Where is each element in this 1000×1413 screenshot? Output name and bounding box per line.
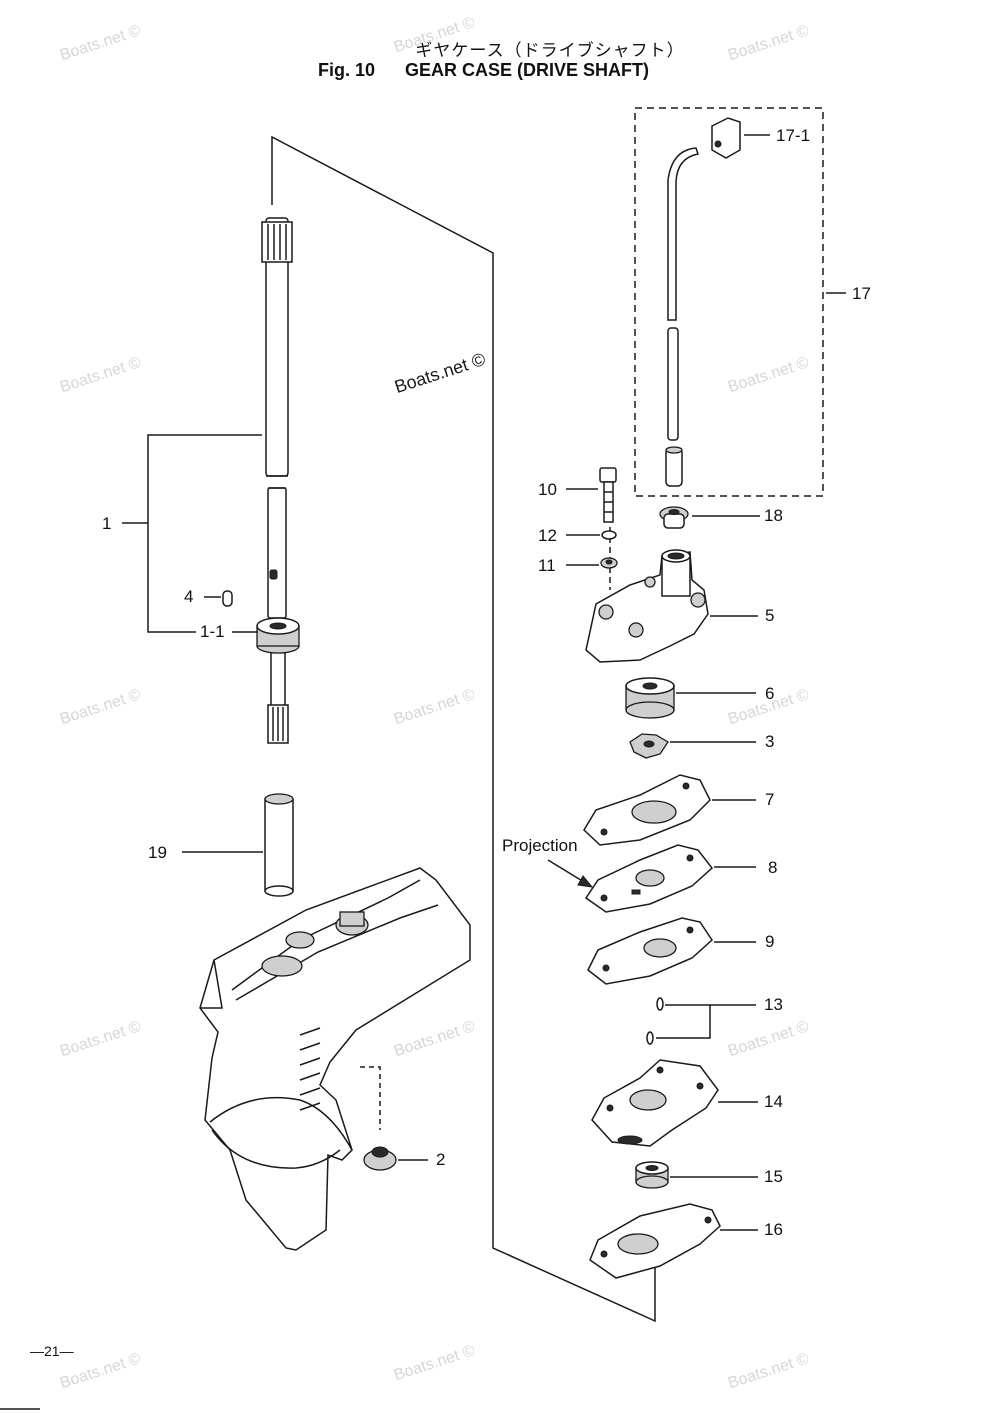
water-tube <box>665 147 699 487</box>
o-ring <box>646 1031 654 1045</box>
flat-washer <box>600 557 618 569</box>
figure-number: Fig. 10 <box>318 60 376 80</box>
callout-19: 19 <box>148 843 167 862</box>
callout-3: 3 <box>765 732 775 751</box>
callout-5: 5 <box>765 606 775 625</box>
callout-bracket <box>656 1004 711 1039</box>
callout-4: 4 <box>184 587 194 606</box>
callout-bracket <box>360 1066 381 1130</box>
shaft-bearing <box>256 617 300 654</box>
callout-15: 15 <box>764 1167 783 1186</box>
assembly-group-box <box>634 107 824 497</box>
pump-plate-lower <box>587 917 713 985</box>
pump-case-lower <box>591 1059 719 1147</box>
callout-6: 6 <box>765 684 775 703</box>
assembly-guide-line <box>271 135 656 1323</box>
page-number: —21— <box>30 1343 74 1359</box>
callout-8: 8 <box>768 858 778 877</box>
spring-washer <box>601 530 617 540</box>
figure-title: Fig. 10 GEAR CASE (DRIVE SHAFT) <box>318 60 649 81</box>
o-ring <box>656 997 664 1011</box>
callout-2: 2 <box>436 1150 446 1169</box>
tube-seal <box>659 506 689 529</box>
callout-14: 14 <box>764 1092 783 1111</box>
callout-9: 9 <box>765 932 775 951</box>
callout-12: 12 <box>538 526 557 545</box>
callout-16: 16 <box>764 1220 783 1239</box>
pump-plate <box>583 774 711 846</box>
callout-1: 1 <box>102 514 112 533</box>
callout-13: 13 <box>764 995 783 1014</box>
drive-shaft <box>261 217 293 744</box>
figure-title-text: GEAR CASE (DRIVE SHAFT) <box>405 60 650 80</box>
callout-11: 11 <box>538 556 556 575</box>
bolt <box>599 467 617 523</box>
gear-case-housing <box>199 867 471 1251</box>
gasket-with-projection <box>584 844 714 913</box>
callout-bracket <box>147 434 262 633</box>
shaft-pin <box>222 590 233 607</box>
shaft-sleeve <box>264 793 294 897</box>
projection-arrowhead <box>577 875 594 888</box>
impeller-liner <box>625 677 675 719</box>
impeller <box>629 733 669 759</box>
callout-17-1: 17-1 <box>776 126 811 145</box>
callout-projection: Projection <box>502 836 578 855</box>
drain-plug <box>363 1146 397 1171</box>
callout-10: 10 <box>538 480 557 499</box>
callout-18: 18 <box>764 506 783 525</box>
tube-grommet <box>711 117 741 159</box>
callout-1-1: 1-1 <box>200 622 225 641</box>
callout-17: 17 <box>852 284 871 303</box>
gasket-bottom <box>589 1203 721 1279</box>
callout-7: 7 <box>765 790 775 809</box>
projection-arrow <box>547 859 585 883</box>
oil-seal <box>635 1161 669 1189</box>
title-japanese: ギヤケース（ドライブシャフト） <box>415 41 685 61</box>
pump-case <box>585 549 709 663</box>
